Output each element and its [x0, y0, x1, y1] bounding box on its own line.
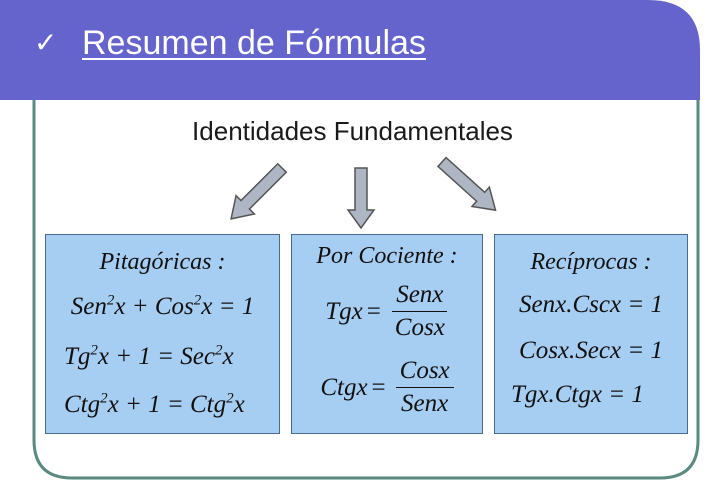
arrow-down-right-icon	[436, 156, 497, 212]
arrow-down-left-icon	[230, 162, 288, 220]
reciprocal-formula-3: Tgx.Ctgx = 1	[511, 381, 644, 408]
pythagorean-formula-3: Ctg2x + 1 = Ctg2x	[64, 390, 245, 418]
quotient-formula-cot: Ctgx = Cosx Senx	[292, 357, 482, 418]
quotient-box: Por Cociente : Tgx = Senx Cosx Ctgx = Co…	[291, 234, 483, 434]
check-icon: ✓	[34, 26, 58, 59]
section-subtitle: Identidades Fundamentales	[192, 116, 513, 146]
arrow-down-icon	[346, 167, 376, 230]
slide-title: Resumen de Fórmulas	[82, 24, 426, 62]
reciprocal-header: Recíprocas :	[530, 249, 652, 275]
quotient-formula-tan: Tgx = Senx Cosx	[292, 281, 482, 342]
pythagorean-header: Pitagóricas :	[99, 249, 226, 275]
pythagorean-formula-1: Sen2x + Cos2x = 1	[70, 292, 255, 320]
pythagorean-box: Pitagóricas : Sen2x + Cos2x = 1 Tg2x + 1…	[45, 234, 280, 434]
reciprocal-formula-1: Senx.Cscx = 1	[519, 291, 663, 318]
content-top-edge	[34, 66, 698, 100]
quotient-header: Por Cociente :	[316, 243, 458, 269]
pythagorean-formula-2: Tg2x + 1 = Sec2x	[64, 342, 234, 370]
title-banner	[0, 0, 700, 100]
reciprocal-box: Recíprocas : Senx.Cscx = 1 Cosx.Secx = 1…	[494, 234, 688, 434]
reciprocal-formula-2: Cosx.Secx = 1	[519, 337, 663, 364]
